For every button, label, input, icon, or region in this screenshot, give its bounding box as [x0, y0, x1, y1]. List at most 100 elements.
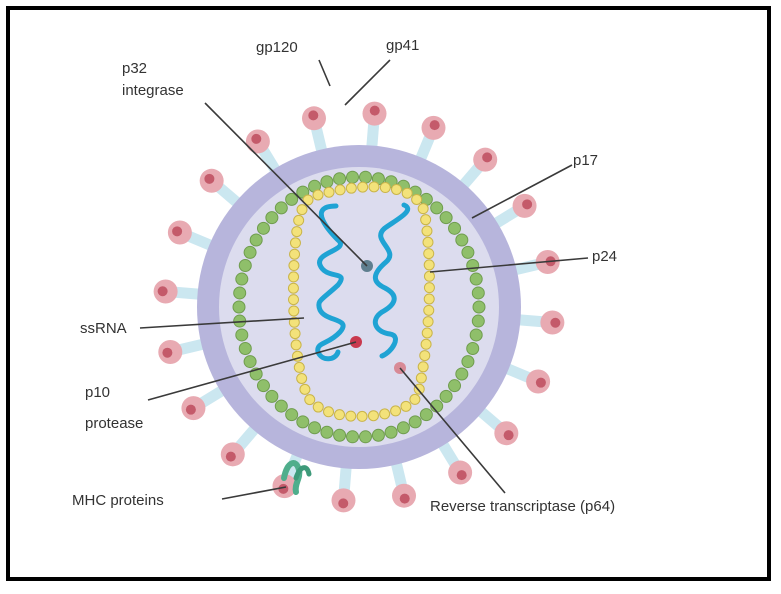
matrix-bead	[448, 221, 462, 235]
capsid-bead	[312, 401, 324, 413]
matrix-bead	[333, 172, 347, 186]
matrix-bead	[265, 389, 279, 403]
capsid-bead	[423, 270, 435, 282]
label-gp120: gp120	[256, 39, 298, 56]
capsid-bead	[419, 350, 431, 362]
matrix-bead	[285, 408, 299, 422]
label-p32: p32	[122, 60, 147, 77]
matrix-bead	[274, 201, 288, 215]
gp120-core	[522, 199, 533, 210]
matrix-bead	[471, 314, 485, 328]
capsid-bead	[356, 410, 368, 422]
matrix-bead	[243, 245, 257, 259]
matrix-bead	[466, 258, 480, 272]
leader-gp120	[318, 59, 331, 87]
matrix-bead	[232, 300, 246, 314]
matrix-bead	[249, 233, 263, 247]
leader-p10	[147, 341, 357, 401]
matrix-bead	[439, 389, 453, 403]
capsid-bead	[417, 361, 429, 373]
label-p10: p10	[85, 384, 110, 401]
gp120-core	[429, 120, 440, 131]
matrix-bead	[346, 170, 360, 184]
gp120-core	[338, 498, 349, 509]
gp120-core	[503, 430, 514, 441]
leader-mhc	[221, 486, 287, 500]
capsid-bead	[409, 393, 421, 405]
matrix-bead	[235, 272, 249, 286]
matrix-bead	[256, 221, 270, 235]
gp120-core	[162, 347, 173, 358]
matrix-bead	[396, 421, 410, 435]
capsid-bead	[379, 408, 391, 420]
rna-strand-right	[372, 202, 411, 359]
matrix-bead	[308, 421, 322, 435]
leader-gp41	[344, 59, 391, 106]
matrix-bead	[455, 367, 469, 381]
matrix-bead	[333, 428, 347, 442]
matrix-bead	[235, 328, 249, 342]
matrix-bead	[448, 379, 462, 393]
label-mhc-proteins: MHC proteins	[72, 492, 164, 509]
capsid-bead	[334, 409, 346, 421]
capsid-layer	[287, 181, 435, 422]
matrix-bead	[238, 342, 252, 356]
gp120-core	[204, 173, 215, 184]
leader-p32	[204, 102, 368, 267]
matrix-bead	[472, 300, 486, 314]
capsid-interior	[293, 186, 430, 417]
capsid-bead	[293, 214, 305, 226]
matrix-bead	[243, 355, 257, 369]
capsid-bead	[345, 410, 357, 422]
capsid-bead	[422, 236, 434, 248]
capsid-bead	[288, 260, 300, 272]
matrix-bead	[466, 342, 480, 356]
gp120-core	[550, 317, 561, 328]
matrix-bead	[274, 399, 288, 413]
capsid-bead	[323, 186, 335, 198]
matrix-bead	[439, 211, 453, 225]
label-integrase: integrase	[122, 82, 184, 99]
ssrna-strands	[315, 202, 411, 362]
gp120-core	[308, 110, 319, 121]
capsid-bead	[312, 189, 324, 201]
capsid-bead	[423, 248, 435, 260]
capsid-bead	[288, 305, 300, 317]
capsid-bead	[368, 181, 380, 193]
capsid-bead	[423, 282, 435, 294]
capsid-bead	[302, 194, 314, 206]
capsid-bead	[288, 316, 300, 328]
matrix-bead	[296, 415, 310, 429]
capsid-bead	[401, 187, 413, 199]
capsid-bead	[290, 339, 302, 351]
matrix-bead	[285, 192, 299, 206]
matrix-bead	[419, 408, 433, 422]
label-gp41: gp41	[386, 37, 419, 54]
matrix-bead	[238, 258, 252, 272]
matrix-bead	[320, 175, 334, 189]
capsid-bead	[379, 182, 391, 194]
mhc-protein	[281, 460, 312, 495]
capsid-bead	[420, 214, 432, 226]
leader-p17	[471, 164, 573, 219]
capsid-bead	[422, 316, 434, 328]
matrix-bead	[358, 170, 372, 184]
capsid-bead	[304, 394, 316, 406]
gp120-core	[172, 226, 183, 237]
capsid-bead	[357, 181, 369, 193]
leader-lines	[139, 59, 589, 500]
capsid-bead	[400, 400, 412, 412]
matrix-bead	[265, 211, 279, 225]
capsid-bead	[288, 294, 300, 306]
matrix-bead	[233, 286, 247, 300]
capsid-bead	[293, 361, 305, 373]
capsid-bead	[417, 203, 429, 215]
matrix-bead	[430, 201, 444, 215]
matrix-bead	[408, 415, 422, 429]
capsid-bead	[423, 259, 435, 271]
label-p17: p17	[573, 152, 598, 169]
matrix-bead	[471, 286, 485, 300]
matrix-bead	[346, 430, 360, 444]
capsid-bead	[291, 226, 303, 238]
